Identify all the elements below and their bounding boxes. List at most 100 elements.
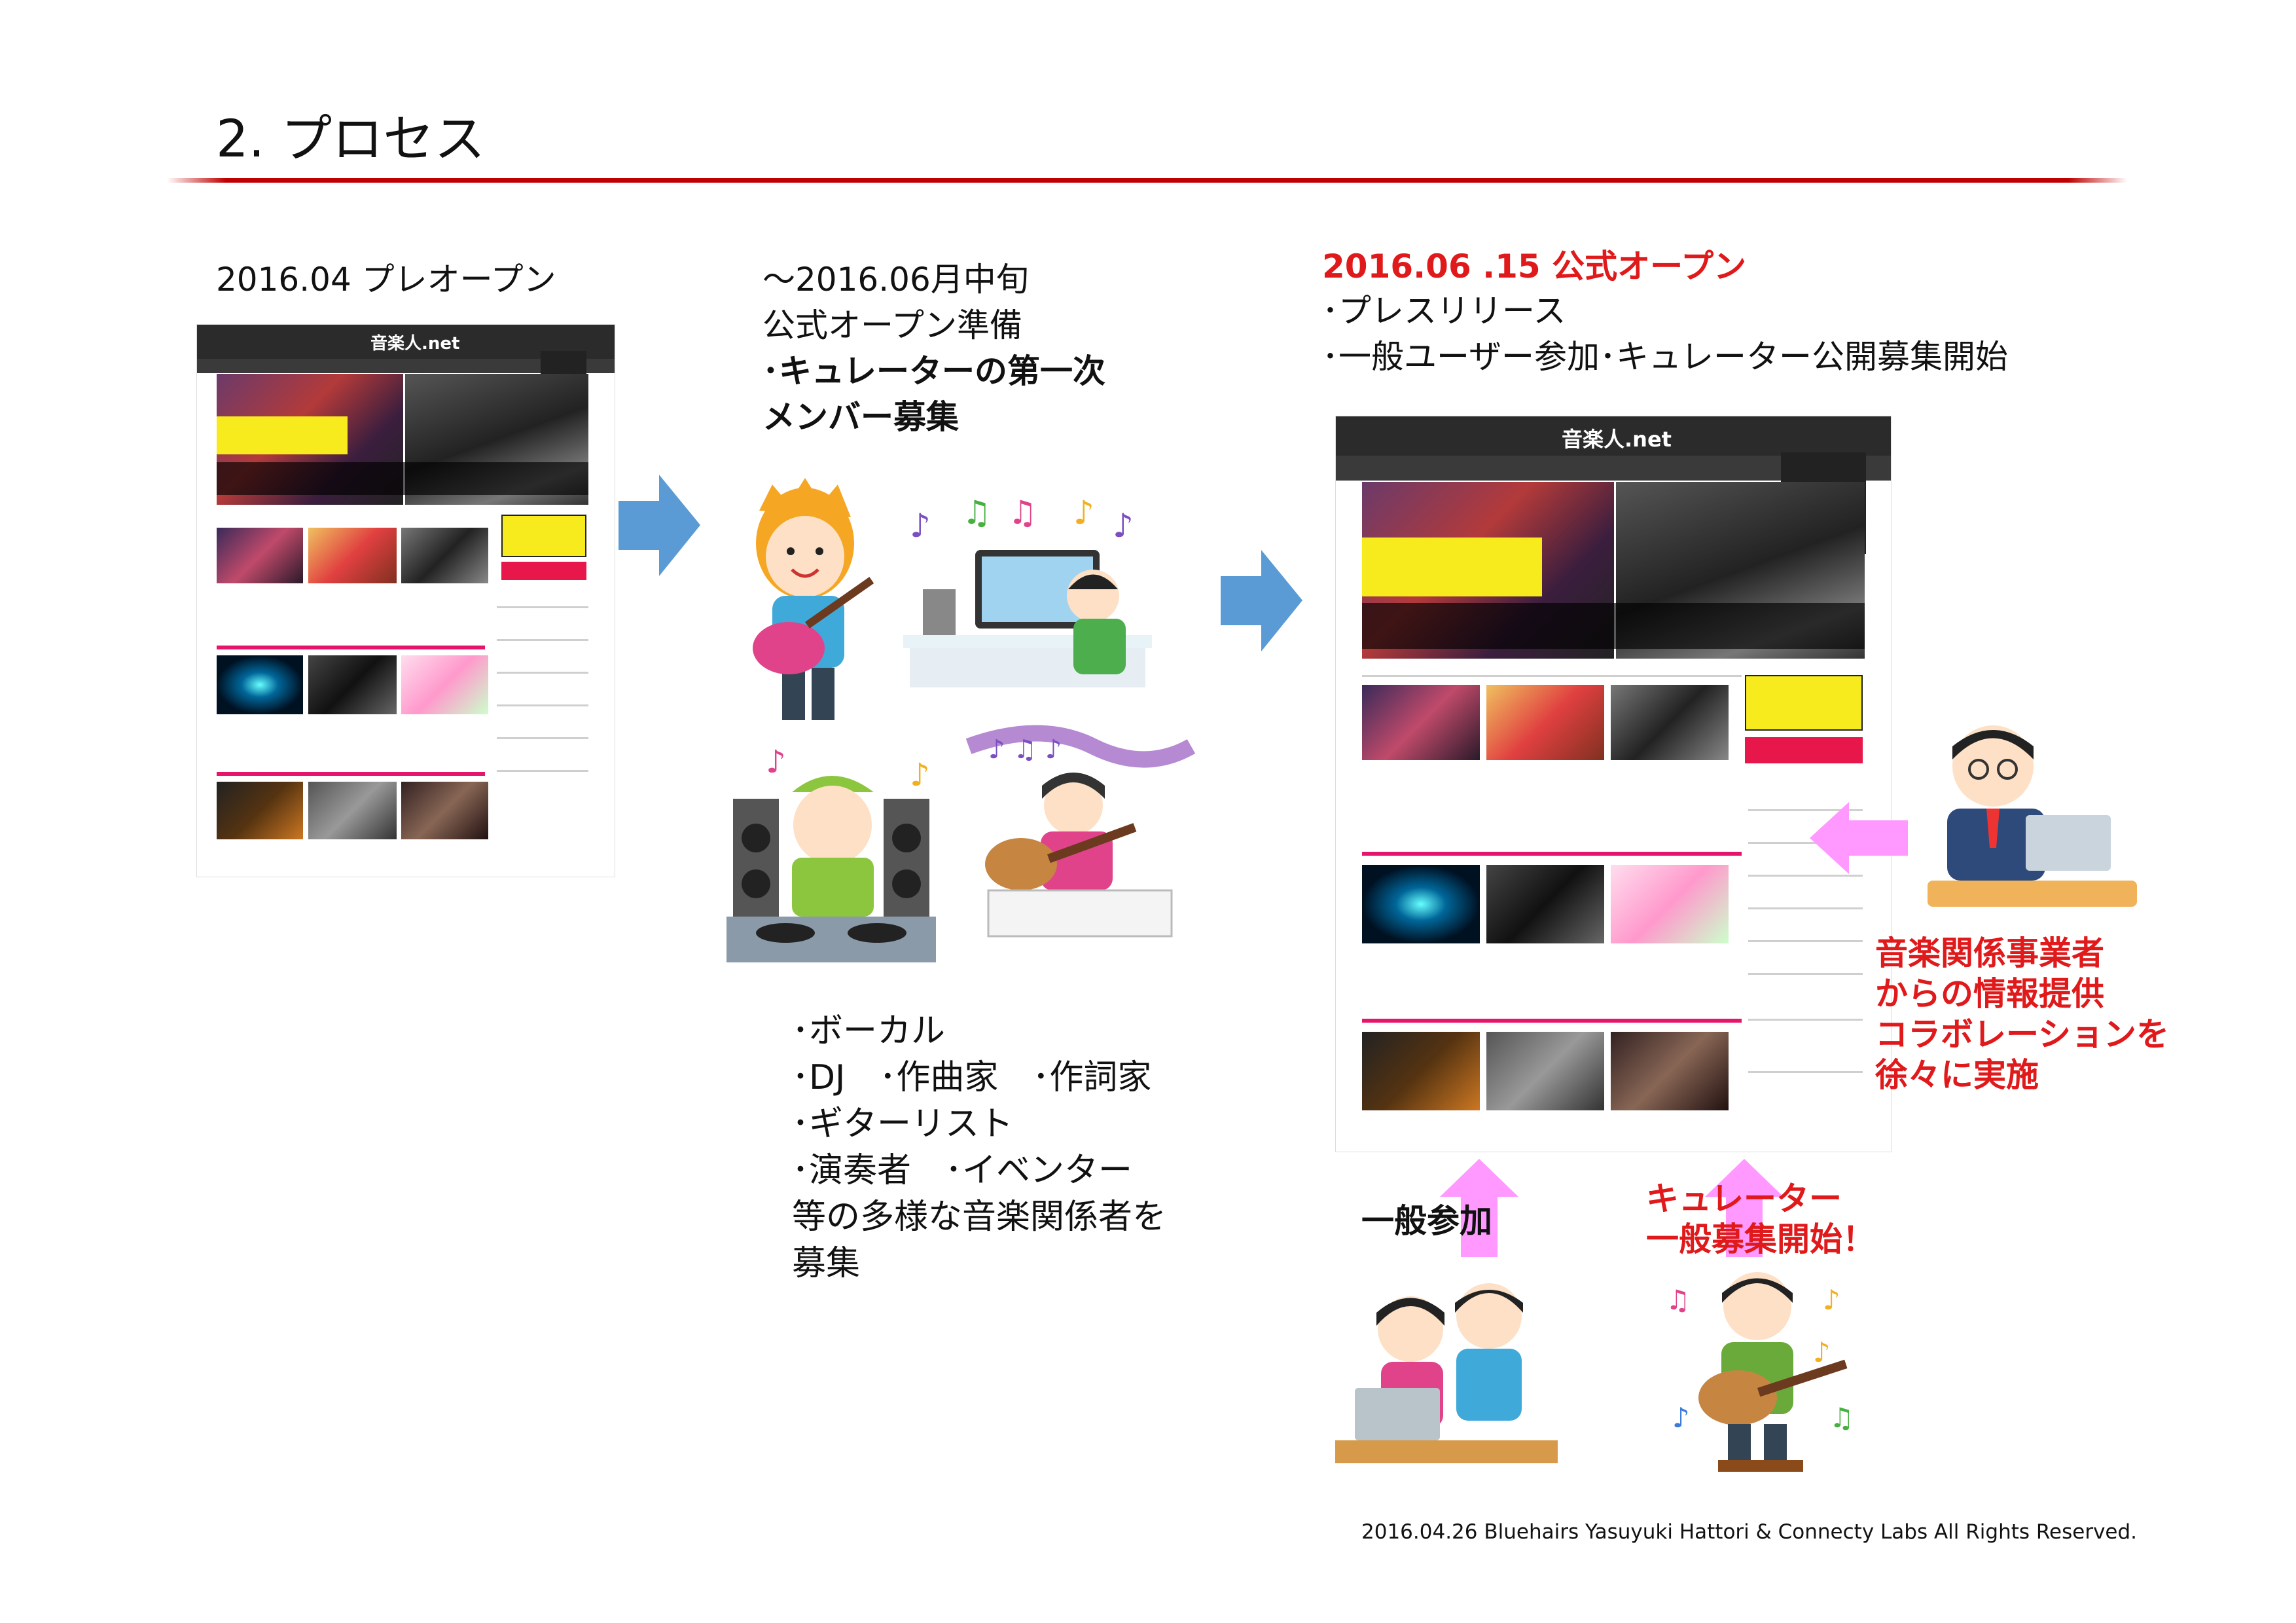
- site-sidebar-line: [497, 639, 588, 641]
- curator-recruit-label: キュレーター 一般募集開始！: [1646, 1178, 1875, 1260]
- info-arrow-left-icon: [1810, 802, 1908, 874]
- site-section-bar: [217, 772, 485, 776]
- process-arrow-right-icon: [619, 475, 700, 576]
- site-thumb: [1362, 865, 1480, 943]
- site-section-bar: [1362, 852, 1742, 856]
- site-about-button: [501, 562, 586, 580]
- svg-text:♫: ♫: [1008, 498, 1037, 532]
- business-collab-note: 音楽関係事業者 からの情報提供 コラボレーションを 徐々に実施: [1875, 933, 2169, 1095]
- site-sidebar-line: [1748, 1019, 1863, 1021]
- svg-text:♪: ♪: [1113, 507, 1134, 545]
- site-sidebar-line: [1748, 809, 1863, 811]
- site-hero-caption: [1362, 603, 1865, 649]
- process-arrow-right-icon: [1221, 550, 1302, 651]
- svg-text:♫: ♫: [1829, 1402, 1854, 1434]
- site-section-line: [1362, 675, 1742, 677]
- site-screenshot-official: 音楽人.net: [1335, 416, 1892, 1152]
- users-laptop-illustration-icon: [1335, 1283, 1558, 1463]
- site-section-bar: [1362, 1019, 1742, 1023]
- svg-text:♪: ♪: [910, 507, 931, 545]
- site-banner: [1362, 538, 1542, 596]
- site-logo: 音楽人.net: [370, 334, 460, 354]
- svg-text:♪: ♪: [766, 746, 786, 780]
- site-thumb: [401, 528, 488, 583]
- general-participation-label: 一般参加: [1361, 1202, 1492, 1240]
- businessman-illustration-icon: [1928, 725, 2137, 907]
- svg-text:♪: ♪: [1073, 498, 1094, 532]
- recruit-role-list: ･ボーカル ･DJ ･作曲家 ･作詞家 ･ギターリスト ･演奏者 ･イベンター …: [792, 1008, 1166, 1287]
- lyricist-illustration-icon: ♪ ♫ ♪: [965, 725, 1196, 938]
- site-hero-caption: [217, 462, 588, 495]
- site-thumb: [308, 655, 397, 714]
- site-thumb: [401, 655, 488, 714]
- curator-arrow-up-icon: [1705, 1159, 1784, 1257]
- site-thumb: [1611, 865, 1729, 943]
- site-sidebar-line: [497, 606, 588, 608]
- guitarist-illustration-icon: [753, 478, 874, 720]
- site-thumb: [1362, 1032, 1480, 1110]
- site-sidebar-line: [497, 704, 588, 706]
- prep-title: 公式オープン準備: [762, 306, 1022, 344]
- public-recruit-item: ･一般ユーザー参加･キュレーター公開募集開始: [1322, 338, 2008, 376]
- site-sidebar-line: [1748, 940, 1863, 942]
- site-logo: 音楽人.net: [1562, 427, 1672, 452]
- svg-text:♪: ♪: [1813, 1336, 1831, 1368]
- site-thumb: [1486, 1032, 1604, 1110]
- site-sidebar-line: [1748, 842, 1863, 844]
- prep-recruit-line1: ･キュレーターの第一次: [762, 352, 1105, 390]
- title-divider: [167, 178, 2127, 183]
- role-item: ･DJ ･作曲家 ･作詞家: [792, 1058, 1152, 1097]
- role-item: ･ボーカル: [792, 1012, 946, 1051]
- role-item: 募集: [792, 1244, 861, 1283]
- role-item: ･演奏者 ･イベンター: [792, 1151, 1133, 1190]
- site-thumb: [1611, 1032, 1729, 1110]
- site-sidebar-line: [497, 737, 588, 739]
- business-collab-line: 徐々に実施: [1875, 1056, 2039, 1094]
- business-collab-line: コラボレーションを: [1875, 1015, 2169, 1053]
- site-section-bar: [217, 646, 485, 649]
- site-about-button: [1745, 737, 1863, 763]
- site-banner: [217, 416, 348, 454]
- prep-recruit-line2: メンバー募集: [762, 398, 959, 436]
- site-navbar: [197, 359, 615, 373]
- site-thumb: [217, 528, 303, 583]
- site-thumb: [217, 655, 303, 714]
- svg-text:♫: ♫: [1666, 1284, 1691, 1316]
- role-item: 等の多様な音楽関係者を: [792, 1197, 1167, 1237]
- svg-text:♪: ♪: [1672, 1402, 1690, 1434]
- copyright-footer: 2016.04.26 Bluehairs Yasuyuki Hattori & …: [1361, 1520, 2138, 1544]
- composer-illustration-icon: ♪ ♫ ♫ ♪ ♪: [903, 498, 1152, 687]
- svg-text:♫: ♫: [962, 498, 992, 532]
- site-thumb: [1486, 685, 1604, 760]
- business-collab-line: 音楽関係事業者: [1875, 934, 2104, 972]
- press-release-item: ･プレスリリース: [1322, 292, 1566, 330]
- general-arrow-up-icon: [1440, 1159, 1518, 1257]
- site-promo-box: [1745, 675, 1863, 731]
- site-sidebar-line: [497, 770, 588, 772]
- curator-recruit-line: 一般募集開始！: [1646, 1220, 1875, 1258]
- slide-title: 2. プロセス: [216, 110, 486, 169]
- site-sidebar-line: [1748, 973, 1863, 975]
- dj-illustration-icon: ♪ ♪: [726, 746, 936, 962]
- role-item: ･ギターリスト: [792, 1104, 1014, 1144]
- site-thumb: [1486, 865, 1604, 943]
- curator-guitarist-illustration-icon: ♫ ♪ ♪ ♫ ♪: [1666, 1272, 1854, 1472]
- site-sidebar-line: [1748, 1071, 1863, 1073]
- svg-text:♪ ♫ ♪: ♪ ♫ ♪: [988, 735, 1062, 765]
- site-thumb: [308, 528, 397, 583]
- curator-recruit-line: キュレーター: [1646, 1180, 1842, 1218]
- site-sidebar-line: [497, 672, 588, 674]
- site-thumb: [1611, 685, 1729, 760]
- preopen-heading: 2016.04 プレオープン: [216, 261, 556, 299]
- site-screenshot-preopen: 音楽人.net: [196, 324, 615, 877]
- site-topbar: [1336, 416, 1891, 456]
- site-sidebar-line: [1748, 875, 1863, 877]
- site-promo-box: [501, 515, 586, 557]
- business-collab-line: からの情報提供: [1875, 975, 2104, 1013]
- svg-text:♪: ♪: [1823, 1284, 1840, 1316]
- svg-text:♪: ♪: [910, 757, 930, 793]
- official-open-heading: 2016.06 .15 公式オープン: [1322, 247, 1747, 285]
- site-sidebar-line: [1748, 907, 1863, 909]
- prep-period: ～2016.06月中旬: [762, 261, 1029, 299]
- site-thumb: [217, 782, 303, 839]
